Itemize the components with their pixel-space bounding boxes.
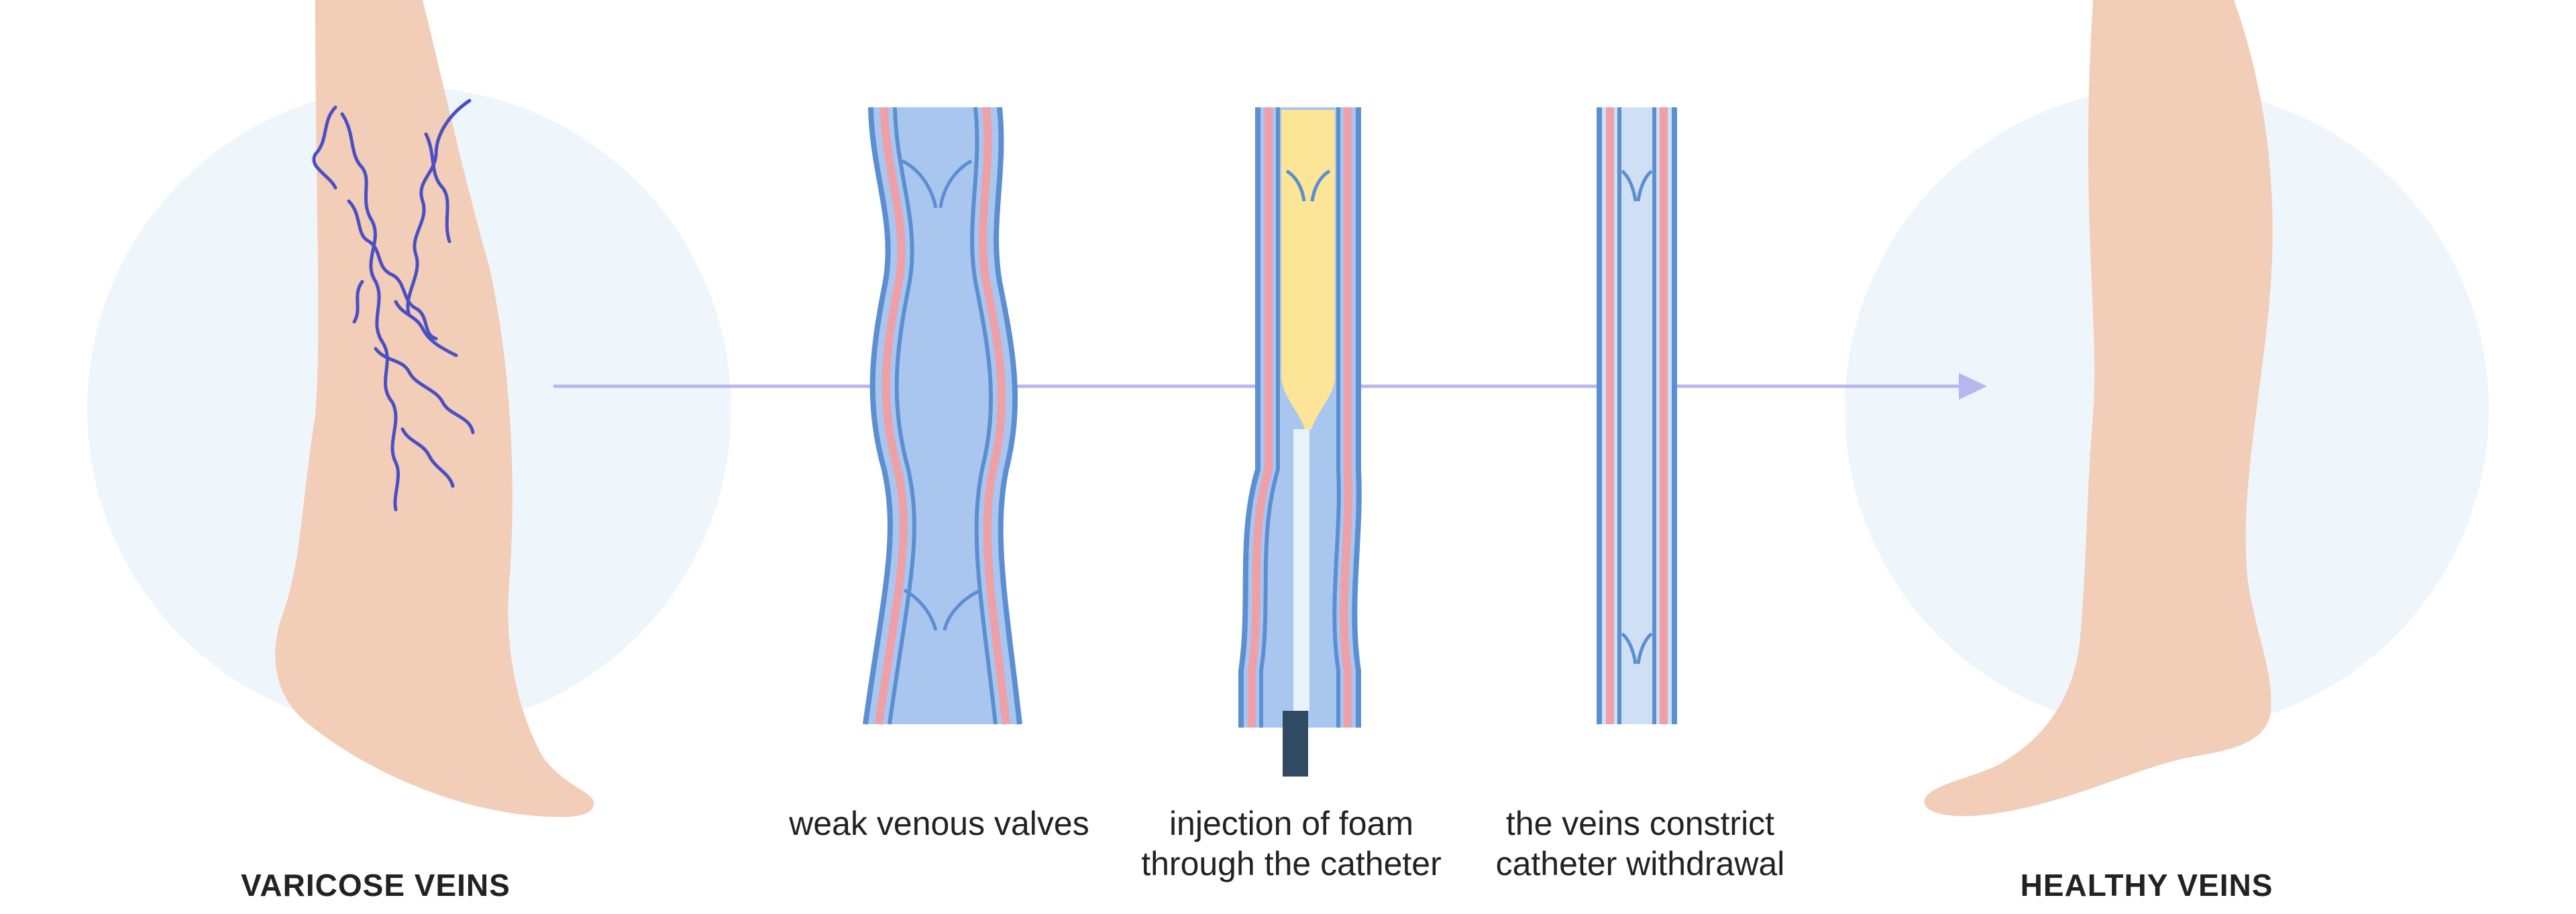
- catheter-tip-icon: [1283, 711, 1308, 777]
- healthy-leg-icon: [1924, 0, 2273, 817]
- varicose-leg-icon: [275, 0, 594, 817]
- step2-label: injection of foam through the catheter: [1114, 803, 1469, 884]
- varicose-veins-title: VARICOSE VEINS: [241, 868, 511, 903]
- healthy-veins-title: HEALTHY VEINS: [2020, 868, 2273, 903]
- varicose-vein-icon: [312, 99, 475, 512]
- foam-icon: [1281, 110, 1335, 429]
- weak-valve-vein-icon: [863, 107, 1022, 725]
- step3-line2: catheter withdrawal: [1495, 845, 1785, 882]
- foam-injection-vein-icon: [1238, 107, 1362, 777]
- step2-line2: through the catheter: [1141, 845, 1442, 882]
- catheter-icon: [1293, 429, 1309, 711]
- step1-label: weak venous valves: [771, 803, 1107, 844]
- step1-text: weak venous valves: [789, 805, 1089, 842]
- step3-label: the veins constrict catheter withdrawal: [1462, 803, 1818, 884]
- constricted-vein-icon: [1597, 107, 1677, 724]
- step2-line1: injection of foam: [1169, 805, 1414, 842]
- step3-line1: the veins constrict: [1505, 805, 1775, 842]
